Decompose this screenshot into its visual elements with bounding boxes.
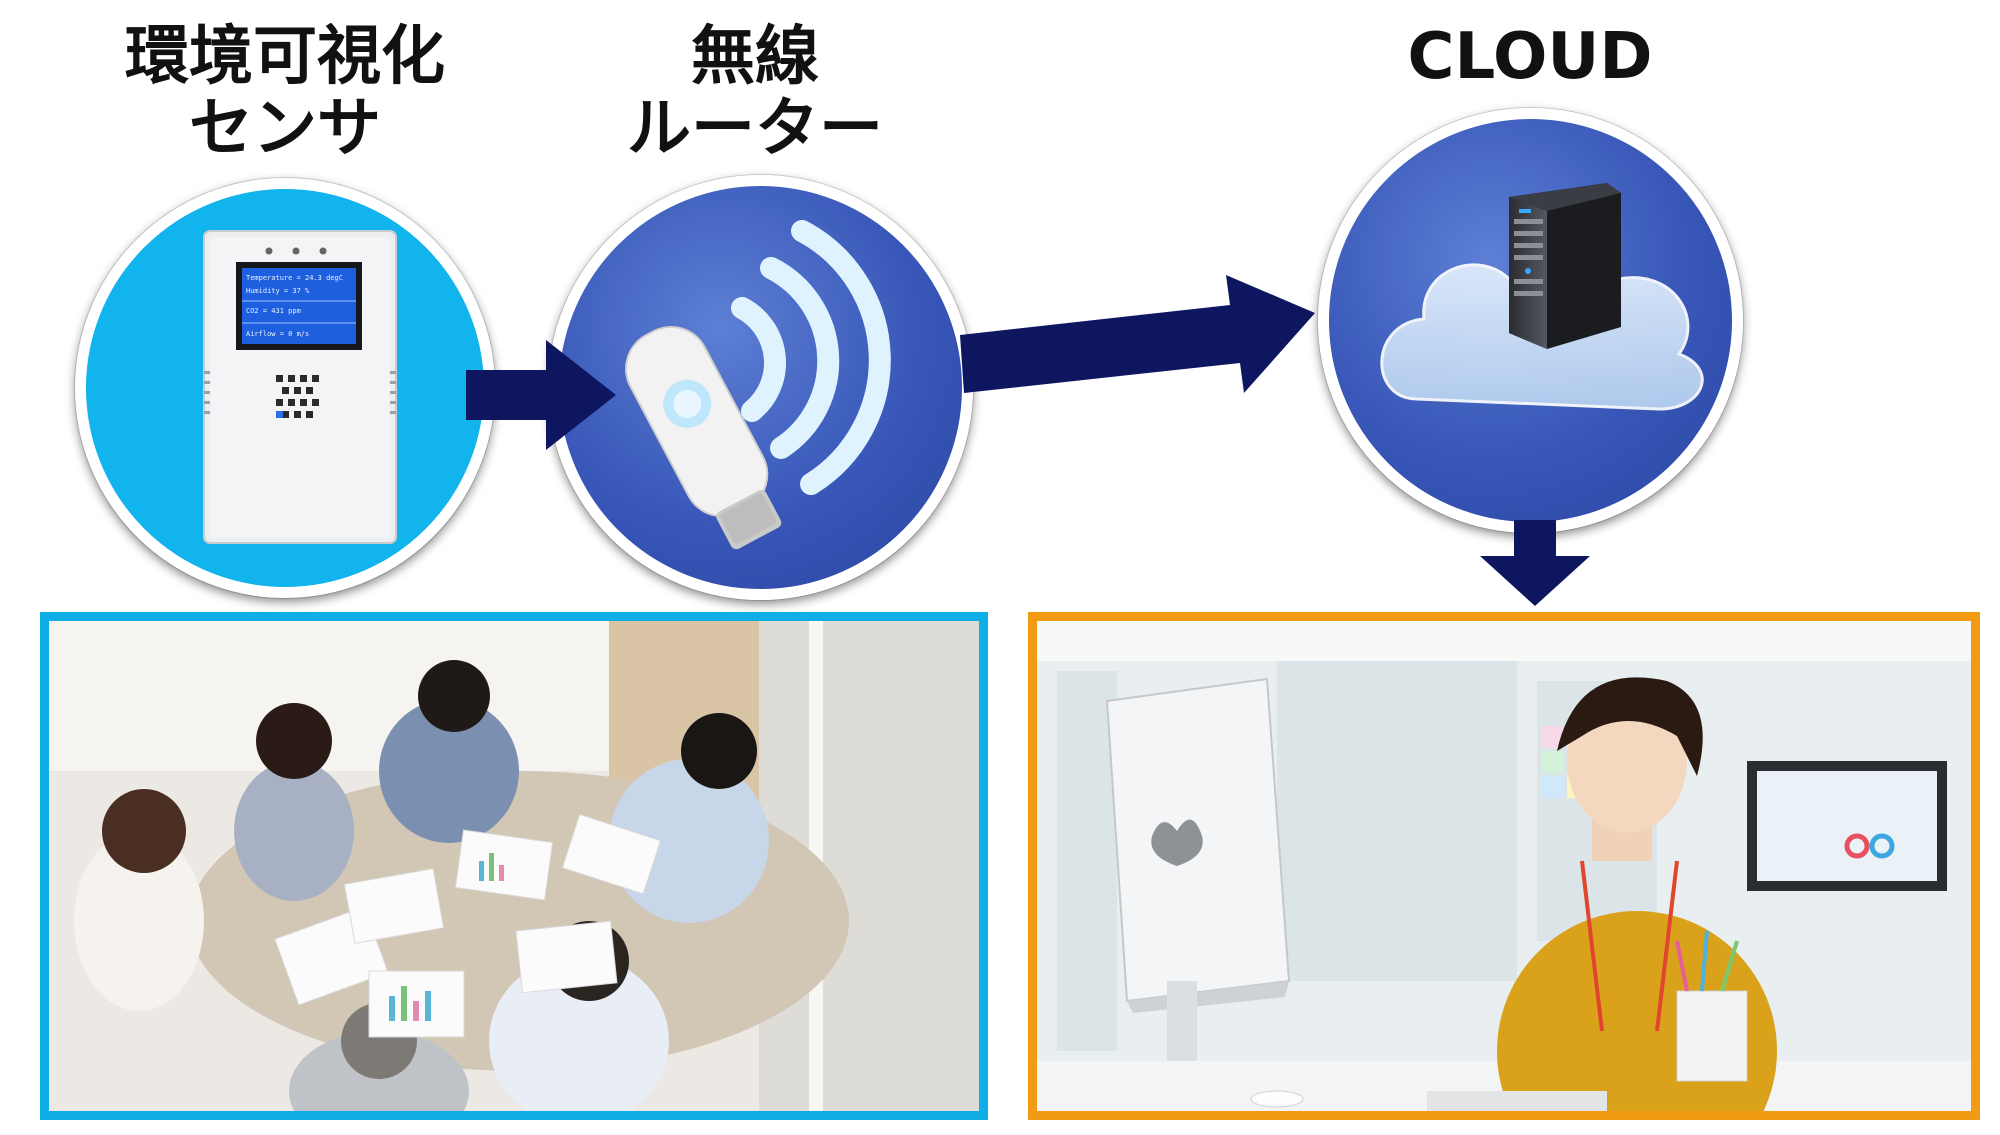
- cloud-label: CLOUD: [1330, 20, 1730, 94]
- office-pen-cup: [1675, 930, 1748, 1082]
- router-label-line-2: ルーター: [627, 91, 883, 166]
- sensor-label-line-2: センサ: [189, 91, 381, 166]
- meeting-photo-panel: [40, 612, 988, 1120]
- sensor-node: Temperature = 24.3 degC Humidity = 37 % …: [75, 178, 495, 598]
- router-label: 無線 ルーター: [560, 20, 950, 166]
- meeting-photo: [49, 621, 979, 1111]
- sensor-label-line-1: 環境可視化: [125, 20, 445, 94]
- sensor-speaker-grille: [276, 375, 319, 418]
- sensor-label: 環境可視化 センサ: [80, 20, 490, 166]
- cloud-server-icon: [1380, 183, 1704, 411]
- cloud-node: [1318, 108, 1743, 533]
- arrow-cloud-to-office: [1480, 520, 1590, 606]
- arrow-sensor-to-router: [466, 340, 616, 450]
- sensor-screen-row-3: CO2 = 431 ppm: [246, 307, 301, 315]
- wifi-waves-icon: [731, 220, 891, 495]
- office-photo-panel: [1028, 612, 1980, 1120]
- cloud-label-text: CLOUD: [1407, 20, 1653, 94]
- sensor-screen-row-4: Airflow = 0 m/s: [246, 330, 309, 338]
- office-side-monitor: [1747, 761, 1947, 891]
- usb-dongle-icon: [625, 325, 782, 550]
- usb-wifi-dongle-icon: [625, 220, 891, 550]
- sensor-screen-row-1: Temperature = 24.3 degC: [246, 274, 343, 282]
- server-tower-icon: [1509, 183, 1621, 349]
- router-label-line-1: 無線: [691, 20, 819, 94]
- sensor-device-icon: Temperature = 24.3 degC Humidity = 37 % …: [203, 230, 397, 544]
- office-photo: [1037, 621, 1971, 1111]
- sensor-screen-row-2: Humidity = 37 %: [246, 287, 310, 295]
- arrow-router-to-cloud: [960, 275, 1315, 393]
- meeting-document-charts: [389, 853, 504, 1021]
